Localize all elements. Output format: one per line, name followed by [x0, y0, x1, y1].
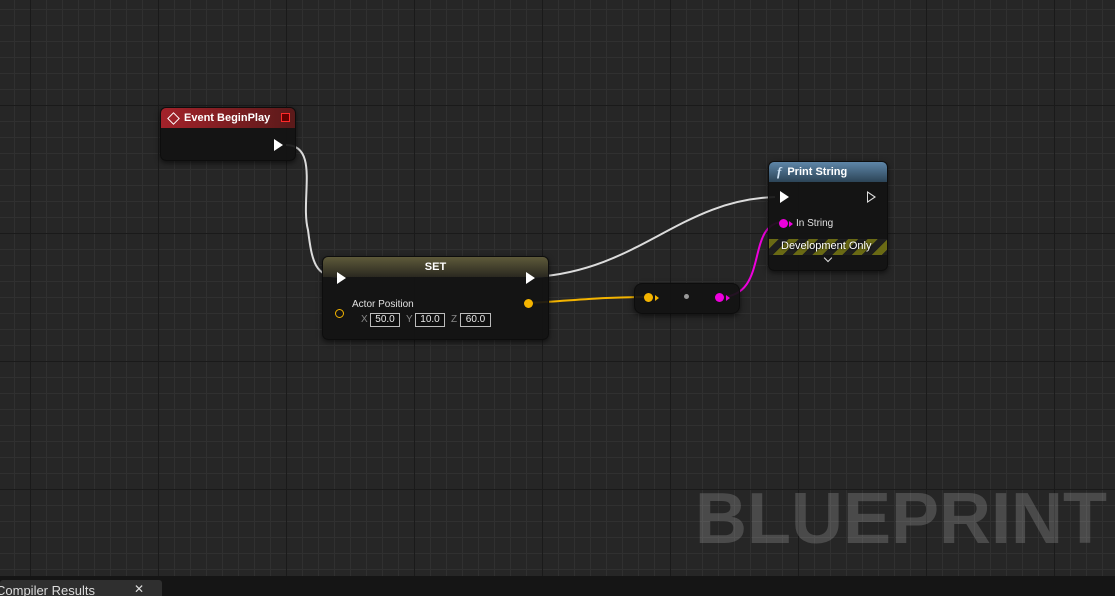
event-beginplay-node[interactable]: Event BeginPlay: [160, 107, 296, 161]
in-string-pin[interactable]: [779, 219, 788, 228]
function-icon: f: [777, 164, 782, 179]
blueprint-watermark: BLUEPRINT: [695, 479, 1107, 559]
development-only-label: Development Only: [781, 240, 872, 252]
conversion-vector-in-arrow: [655, 295, 659, 301]
set-variable-node[interactable]: SET Actor Position X 50.0 Y 10.0 Z 60.0: [322, 256, 549, 340]
set-exec-out-pin[interactable]: [526, 272, 535, 284]
compiler-results-tab-label: Compiler Results: [0, 583, 95, 596]
event-diamond-icon: [167, 111, 180, 125]
development-only-banner: Development Only: [769, 239, 887, 255]
blueprint-graph-canvas[interactable]: [0, 0, 1115, 576]
conversion-vector-in-pin[interactable]: [644, 293, 653, 302]
event-node-header: Event BeginPlay: [161, 108, 295, 128]
print-node-header: f Print String: [769, 162, 887, 182]
in-string-label: In String: [796, 218, 834, 229]
x-label: X: [361, 314, 368, 325]
conversion-string-out-arrow: [726, 295, 730, 301]
print-exec-in-pin[interactable]: [780, 191, 789, 203]
actor-position-label: Actor Position: [352, 299, 414, 310]
print-string-node[interactable]: f Print String In String Development Onl…: [768, 161, 888, 271]
x-value-field[interactable]: 50.0: [370, 313, 400, 327]
in-string-pin-arrow: [789, 221, 793, 227]
compiler-results-tab[interactable]: Compiler Results ✕: [0, 580, 162, 596]
close-icon[interactable]: ✕: [134, 582, 145, 596]
conversion-center-dot-icon: [684, 294, 689, 299]
event-delegate-pin-icon[interactable]: [281, 113, 290, 122]
y-label: Y: [406, 314, 413, 325]
vector-output-pin[interactable]: [524, 299, 533, 308]
print-exec-out-pin-hollow: [868, 193, 874, 201]
conversion-node[interactable]: [634, 283, 740, 314]
expand-chevron-icon[interactable]: [823, 253, 833, 263]
z-value-field[interactable]: 60.0: [460, 313, 491, 327]
event-exec-out-pin[interactable]: [274, 139, 283, 151]
set-node-title: SET: [424, 261, 447, 273]
vector-input-pin[interactable]: [335, 309, 344, 318]
print-node-title: Print String: [787, 166, 848, 178]
conversion-string-out-pin[interactable]: [715, 293, 724, 302]
set-node-header: SET: [323, 257, 548, 277]
event-node-title: Event BeginPlay: [184, 112, 271, 124]
bottom-panel-bar: Compiler Results ✕: [0, 576, 1115, 596]
z-label: Z: [451, 314, 458, 325]
y-value-field[interactable]: 10.0: [415, 313, 445, 327]
set-exec-in-pin[interactable]: [337, 272, 346, 284]
